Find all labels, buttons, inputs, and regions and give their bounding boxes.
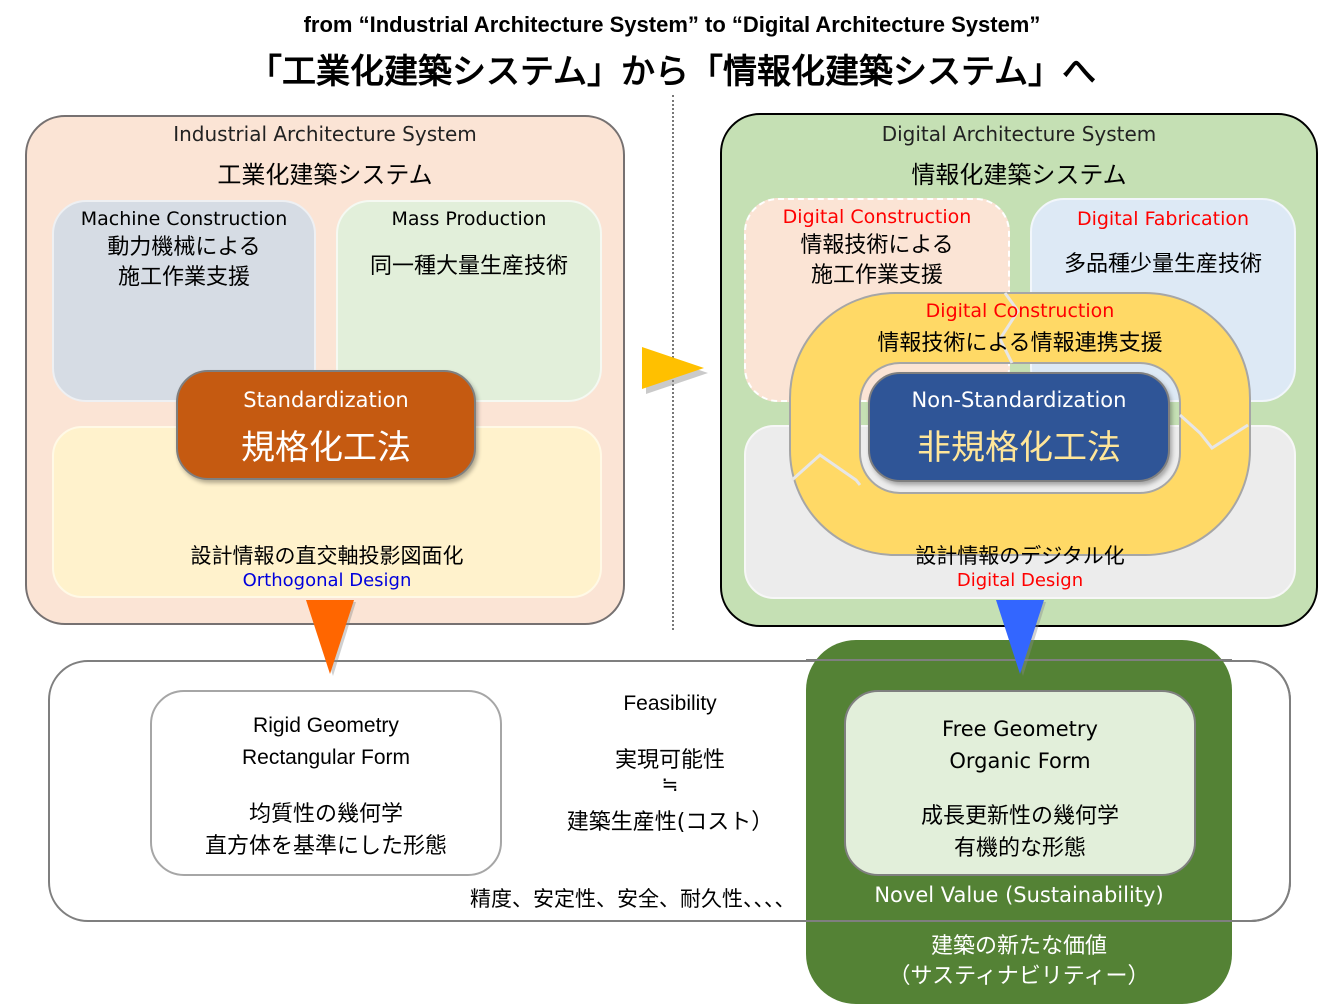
machine-construction-jp-line1: 動力機械による bbox=[107, 235, 261, 260]
orthogonal-design-jp: 設計情報の直交軸投影図面化 bbox=[190, 544, 464, 568]
outcome-panel-bottom-line bbox=[806, 920, 1232, 922]
industrial-system-title-en: Industrial Architecture System bbox=[173, 122, 477, 146]
ring-digital-construction-jp: 情報技術による情報連携支援 bbox=[877, 331, 1163, 356]
transition-arrow-icon bbox=[642, 347, 708, 394]
non-standardization-box bbox=[868, 372, 1170, 482]
free-geometry-box bbox=[844, 690, 1196, 876]
rigid-geometry-jp: 均質性の幾何学 bbox=[248, 802, 403, 827]
standardization-jp: 規格化工法 bbox=[241, 428, 411, 468]
outcome-panel-right-edge bbox=[1232, 660, 1291, 922]
mass-production-en: Mass Production bbox=[391, 208, 547, 230]
organic-form-en: Organic Form bbox=[949, 749, 1091, 773]
novel-value-jp: 建築の新たな価値 bbox=[930, 934, 1107, 959]
novel-value-en: Novel Value (Sustainability) bbox=[874, 883, 1164, 907]
industrial-down-arrow-icon bbox=[306, 600, 356, 676]
standardization-en: Standardization bbox=[243, 388, 409, 412]
machine-construction-jp: 動力機械による 施工作業支援 bbox=[52, 233, 316, 293]
rigid-geometry-en: Rigid Geometry bbox=[253, 714, 399, 737]
ring-cut-right bbox=[1178, 413, 1249, 450]
title-english: from “Industrial Architecture System” to… bbox=[303, 12, 1041, 37]
rigid-geometry-box bbox=[150, 690, 502, 876]
digital-construction-en: Digital Construction bbox=[782, 206, 972, 228]
machine-construction-box bbox=[52, 200, 316, 402]
quality-criteria-jp: 精度、安定性、安全、耐久性、、、、 bbox=[470, 887, 796, 911]
digital-construction-jp-line1: 情報技術による bbox=[800, 233, 954, 258]
digital-construction-jp-line2: 施工作業支援 bbox=[810, 263, 943, 288]
digital-design-jp: 設計情報のデジタル化 bbox=[915, 544, 1125, 568]
mass-production-box bbox=[336, 200, 602, 402]
feasibility-jp: 実現可能性 bbox=[614, 748, 725, 773]
rectangular-form-en: Rectangular Form bbox=[241, 746, 411, 769]
industrial-system-title-jp: 工業化建築システム bbox=[217, 161, 433, 189]
digital-construction-jp: 情報技術による 施工作業支援 bbox=[744, 231, 1010, 291]
non-standardization-en: Non-Standardization bbox=[911, 388, 1127, 412]
organic-form-jp: 有機的な形態 bbox=[953, 836, 1086, 861]
orthogonal-design-en: Orthogonal Design bbox=[242, 570, 412, 591]
productivity-cost-jp: 建築生産性(コスト） bbox=[566, 810, 774, 835]
feasibility-en: Feasibility bbox=[623, 692, 717, 715]
machine-construction-jp-line2: 施工作業支援 bbox=[117, 265, 250, 290]
sustainability-jp: （サスティナビリティー） bbox=[888, 964, 1150, 989]
approx-equal-symbol: ≒ bbox=[661, 772, 679, 796]
digital-design-en: Digital Design bbox=[956, 570, 1084, 591]
digital-down-arrow-icon bbox=[996, 600, 1046, 676]
digital-fabrication-jp: 多品種少量生産技術 bbox=[1063, 252, 1262, 277]
non-standardization-jp: 非規格化工法 bbox=[917, 428, 1121, 468]
ring-cut-top bbox=[998, 292, 1020, 364]
mass-production-jp: 同一種大量生産技術 bbox=[369, 254, 568, 279]
digital-system-title-jp: 情報化建築システム bbox=[911, 161, 1127, 189]
machine-construction-en: Machine Construction bbox=[80, 208, 288, 230]
digital-fabrication-en: Digital Fabrication bbox=[1076, 208, 1250, 230]
free-geometry-jp: 成長更新性の幾何学 bbox=[920, 804, 1119, 829]
ring-digital-construction-en: Digital Construction bbox=[925, 300, 1115, 322]
standardization-box bbox=[176, 370, 476, 480]
digital-system-title-en: Digital Architecture System bbox=[881, 122, 1157, 146]
title-japanese: 「工業化建築システム」から「情報化建築システム」へ bbox=[248, 52, 1096, 92]
free-geometry-en: Free Geometry bbox=[942, 717, 1098, 741]
rectangular-form-jp: 直方体を基準にした形態 bbox=[204, 834, 447, 859]
ring-cut-left bbox=[791, 453, 862, 486]
